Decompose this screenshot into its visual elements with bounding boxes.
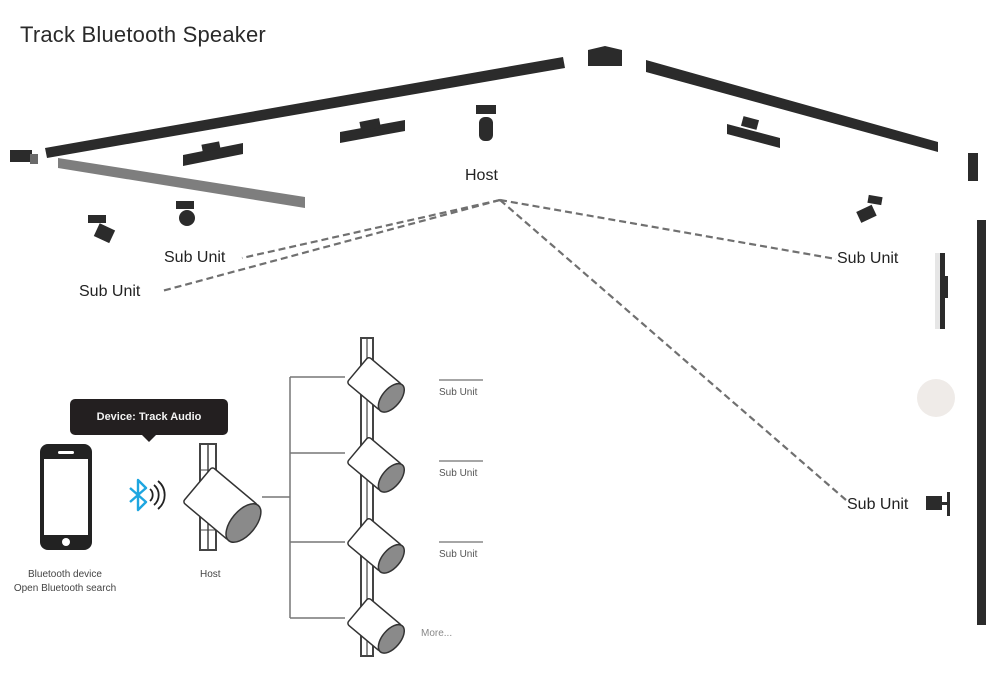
linear-light-module <box>340 118 405 143</box>
track-corner-connector <box>588 46 622 66</box>
phone-caption-line1: Bluetooth device <box>28 569 102 580</box>
sub-unit-label: Sub Unit <box>847 496 909 513</box>
wall-linear-lamp <box>935 253 948 329</box>
phone-caption-line2: Open Bluetooth search <box>13 583 117 594</box>
sub-unit-caption: Sub Unit <box>439 387 478 398</box>
track-rail-top-left <box>45 57 565 158</box>
sub-speaker <box>347 598 405 654</box>
more-caption: More... <box>421 628 453 639</box>
track-end-cap-left <box>10 150 32 162</box>
sub-speaker <box>347 357 405 413</box>
bluetooth-icon <box>129 478 148 512</box>
sub-unit-caption: Sub Unit <box>439 468 478 479</box>
sub-unit-spot <box>176 201 195 226</box>
sub-unit-connector-bracket <box>262 376 345 619</box>
round-pendant <box>917 379 955 417</box>
page-title: Track Bluetooth Speaker <box>20 22 266 47</box>
track-rail-top-right <box>646 60 938 152</box>
sub-speaker <box>347 518 405 574</box>
sub-unit-spot <box>856 194 883 223</box>
sub-speaker <box>347 437 405 493</box>
host-caption: Host <box>200 569 221 580</box>
device-tooltip-text: Device: Track Audio <box>96 411 202 423</box>
device-tooltip: Device: Track Audio <box>70 399 228 442</box>
sub-unit-wall-spot <box>926 492 950 516</box>
host-speaker-diagram <box>183 443 262 551</box>
signal-waves-icon <box>149 480 166 510</box>
sub-unit-label: Sub Unit <box>79 283 141 300</box>
track-rail-vertical <box>977 220 986 625</box>
sub-unit-label: Sub Unit <box>837 250 899 267</box>
host-speaker-unit <box>476 105 496 141</box>
linear-light-module <box>183 141 243 166</box>
track-end-cap-right <box>968 153 978 181</box>
track-rail-grey <box>58 158 305 208</box>
wireless-link-lines <box>161 198 847 501</box>
phone-icon <box>40 444 92 550</box>
sub-unit-label: Sub Unit <box>164 249 226 266</box>
linear-light-module <box>727 116 780 148</box>
host-label: Host <box>465 167 498 184</box>
sub-unit-caption-rules <box>439 379 483 543</box>
sub-unit-spot <box>88 215 116 244</box>
phone-caption: Bluetooth device Open Bluetooth search <box>0 568 130 596</box>
sub-unit-caption: Sub Unit <box>439 549 478 560</box>
